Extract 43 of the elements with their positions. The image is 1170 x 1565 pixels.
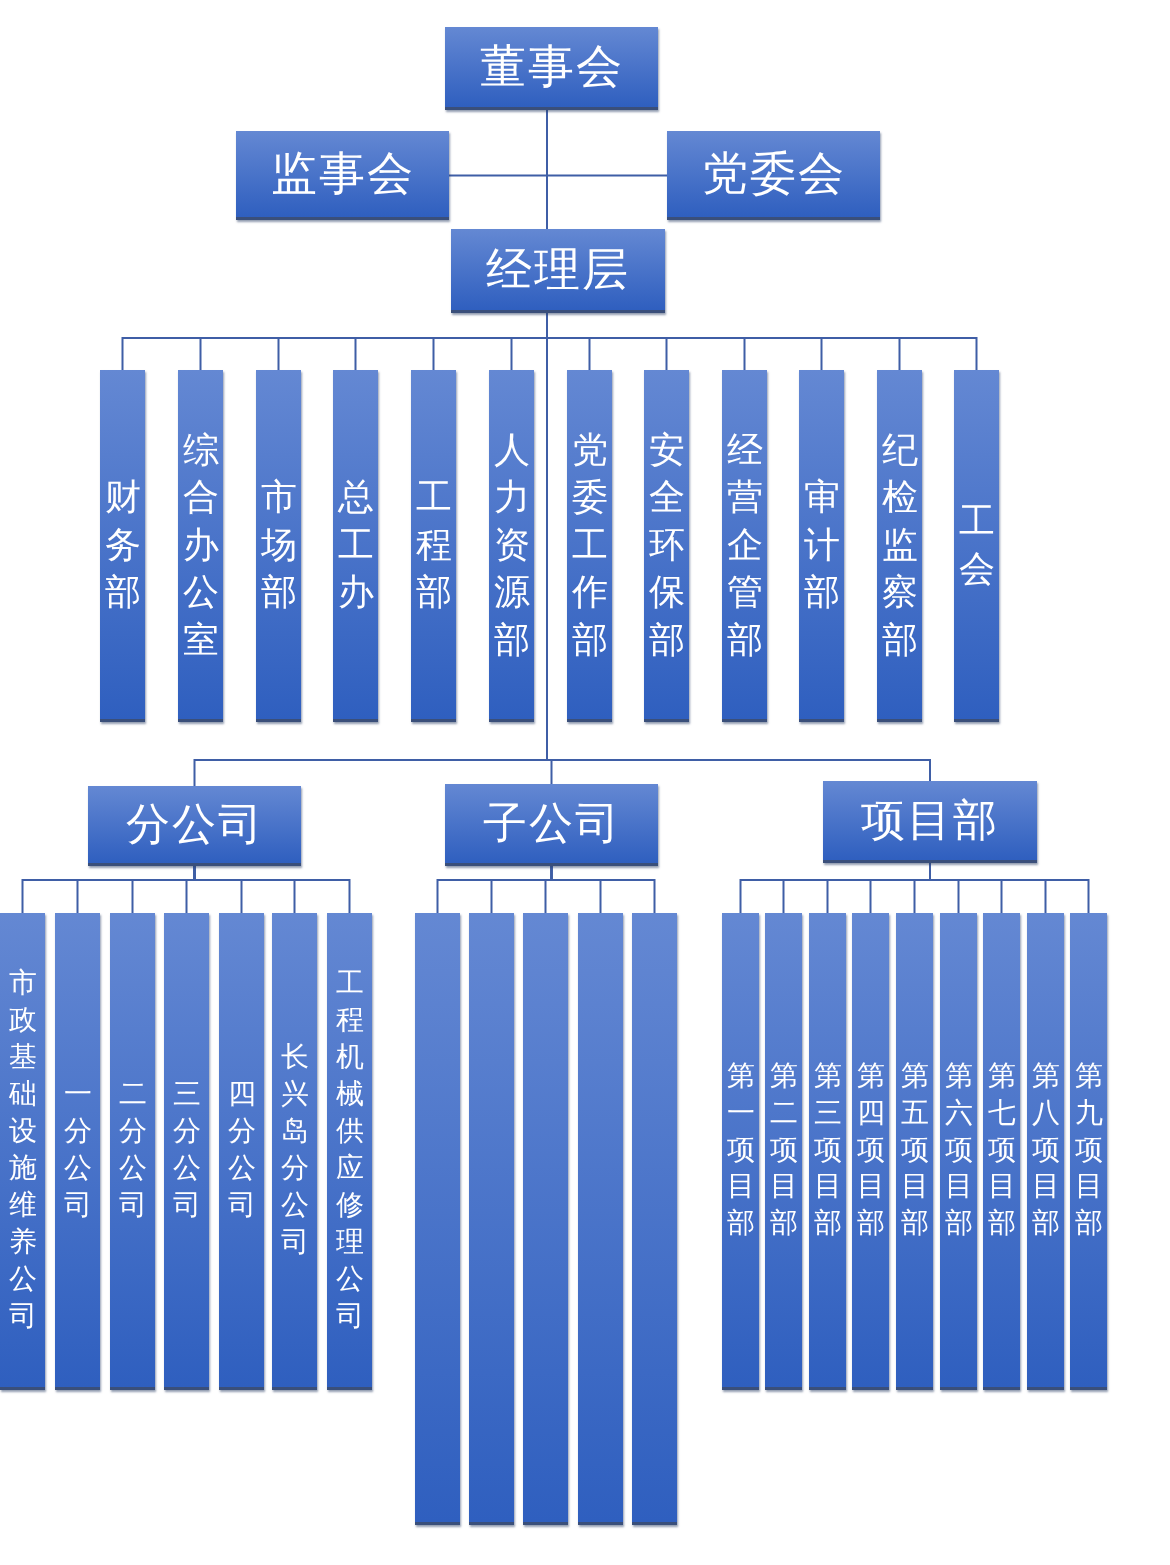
- org-box: 第三项目部: [809, 913, 846, 1390]
- org-box: 第六项目部: [940, 913, 977, 1390]
- org-box: 第八项目部: [1027, 913, 1064, 1390]
- org-box: 第七项目部: [983, 913, 1020, 1390]
- org-box: 董事会: [445, 27, 658, 110]
- org-box: 第二项目部: [765, 913, 802, 1390]
- org-box: 工会: [954, 370, 999, 722]
- org-box: 分公司: [88, 786, 301, 866]
- org-box: 子公司: [445, 784, 658, 866]
- org-box: [632, 913, 677, 1525]
- org-box: [469, 913, 514, 1525]
- org-box: [578, 913, 623, 1525]
- org-box: 财务部: [100, 370, 145, 722]
- org-box: 党委会: [667, 131, 880, 220]
- org-box: 经营企管部: [722, 370, 767, 722]
- org-box: 二分公司: [110, 913, 155, 1390]
- org-box: 第五项目部: [896, 913, 933, 1390]
- org-box: 第一项目部: [722, 913, 759, 1390]
- org-box: 长兴岛分公司: [272, 913, 317, 1390]
- org-box: 党委工作部: [567, 370, 612, 722]
- org-box: 第九项目部: [1070, 913, 1107, 1390]
- org-box: 监事会: [236, 131, 449, 220]
- org-box: 人力资源部: [489, 370, 534, 722]
- org-box: 纪检监察部: [877, 370, 922, 722]
- connector-line: [546, 109, 548, 230]
- org-box: 市政基础设施维养公司: [0, 913, 45, 1390]
- org-box: 工程部: [411, 370, 456, 722]
- org-box: [523, 913, 568, 1525]
- org-box: 安全环保部: [644, 370, 689, 722]
- org-box: 审计部: [799, 370, 844, 722]
- org-box: 市场部: [256, 370, 301, 722]
- connector-line: [448, 174, 668, 177]
- org-box: 一分公司: [55, 913, 100, 1390]
- org-box: 经理层: [451, 229, 665, 313]
- org-box: [415, 913, 460, 1525]
- org-box: 四分公司: [219, 913, 264, 1390]
- org-box: 三分公司: [164, 913, 209, 1390]
- org-box: 总工办: [333, 370, 378, 722]
- org-box: 项目部: [823, 781, 1037, 863]
- org-box: 综合办公室: [178, 370, 223, 722]
- connector-line: [550, 865, 656, 914]
- org-box: 第四项目部: [852, 913, 889, 1390]
- org-box: 工程机械供应修理公司: [327, 913, 372, 1390]
